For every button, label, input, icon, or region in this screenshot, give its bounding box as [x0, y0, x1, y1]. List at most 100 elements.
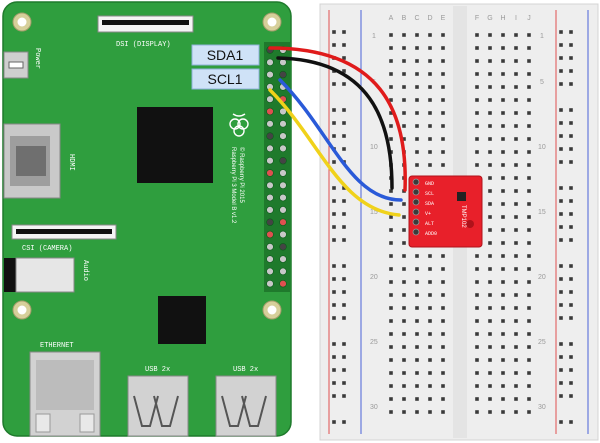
- breadboard-hole: [559, 121, 563, 125]
- col-letter: F: [475, 15, 479, 22]
- breadboard-hole: [501, 137, 505, 141]
- usb-controller-chip: [158, 296, 206, 344]
- breadboard-hole: [559, 56, 563, 60]
- breadboard-hole: [501, 332, 505, 336]
- sensor-header-pin: [412, 188, 420, 196]
- gpio-pin: [266, 157, 274, 165]
- breadboard-hole: [389, 189, 393, 193]
- breadboard-hole: [475, 254, 479, 258]
- raspberry-logo-icon: [229, 113, 249, 137]
- breadboard-hole: [332, 108, 336, 112]
- breadboard-hole: [441, 410, 445, 414]
- breadboard-hole: [527, 215, 531, 219]
- breadboard-holes: [332, 30, 573, 424]
- breadboard-hole: [475, 384, 479, 388]
- breadboard-hole: [527, 384, 531, 388]
- breadboard-hole: [559, 303, 563, 307]
- breadboard-hole: [428, 280, 432, 284]
- pin-labels: SDA1 SCL1: [191, 44, 260, 90]
- breadboard-hole: [569, 368, 573, 372]
- sensor-chip: [457, 192, 466, 201]
- breadboard-hole: [475, 85, 479, 89]
- breadboard-hole: [527, 176, 531, 180]
- breadboard-hole: [441, 137, 445, 141]
- breadboard-hole: [389, 254, 393, 258]
- breadboard-hole: [402, 254, 406, 258]
- breadboard-hole: [332, 381, 336, 385]
- breadboard-hole: [441, 33, 445, 37]
- breadboard-hole: [428, 85, 432, 89]
- breadboard-hole: [488, 163, 492, 167]
- breadboard-hole: [514, 228, 518, 232]
- breadboard-hole: [389, 202, 393, 206]
- breadboard-hole: [514, 98, 518, 102]
- sensor-pin-label: SDA: [425, 201, 434, 207]
- breadboard-hole: [402, 345, 406, 349]
- breadboard-hole: [514, 384, 518, 388]
- breadboard-hole: [342, 225, 346, 229]
- usb-port-right: [215, 375, 277, 437]
- gpio-pin: [279, 132, 287, 140]
- breadboard-hole: [402, 46, 406, 50]
- breadboard-hole: [441, 371, 445, 375]
- breadboard-hole: [342, 368, 346, 372]
- breadboard-hole: [415, 72, 419, 76]
- breadboard-hole: [488, 202, 492, 206]
- breadboard-hole: [402, 228, 406, 232]
- breadboard-hole: [402, 306, 406, 310]
- sda-label-box: [191, 44, 260, 66]
- breadboard-hole: [559, 316, 563, 320]
- breadboard-hole: [441, 163, 445, 167]
- breadboard-hole: [501, 358, 505, 362]
- sensor-pin-label: V+: [425, 211, 431, 217]
- breadboard-hole: [488, 124, 492, 128]
- breadboard-hole: [402, 332, 406, 336]
- breadboard-hole: [488, 371, 492, 375]
- breadboard-hole: [389, 137, 393, 141]
- breadboard-hole: [415, 384, 419, 388]
- row-number: 10: [538, 144, 546, 151]
- breadboard-hole: [332, 368, 336, 372]
- breadboard-hole: [527, 345, 531, 349]
- breadboard-hole: [342, 199, 346, 203]
- breadboard-hole: [501, 241, 505, 245]
- breadboard-hole: [332, 43, 336, 47]
- breadboard-hole: [514, 306, 518, 310]
- breadboard-hole: [402, 241, 406, 245]
- gpio-pin: [279, 206, 287, 214]
- breadboard-hole: [415, 397, 419, 401]
- breadboard-hole: [475, 163, 479, 167]
- breadboard-hole: [475, 397, 479, 401]
- breadboard-hole: [441, 72, 445, 76]
- breadboard-hole: [527, 33, 531, 37]
- breadboard-hole: [514, 163, 518, 167]
- breadboard-hole: [475, 319, 479, 323]
- breadboard-hole: [415, 137, 419, 141]
- breadboard-hole: [389, 410, 393, 414]
- breadboard-hole: [332, 342, 336, 346]
- breadboard-hole: [527, 293, 531, 297]
- breadboard-hole: [514, 267, 518, 271]
- breadboard-hole: [501, 371, 505, 375]
- breadboard-hole: [389, 397, 393, 401]
- breadboard-hole: [332, 303, 336, 307]
- col-letter: G: [487, 15, 492, 22]
- breadboard-hole: [514, 397, 518, 401]
- breadboard-hole: [475, 371, 479, 375]
- breadboard-hole: [389, 267, 393, 271]
- breadboard-hole: [501, 293, 505, 297]
- breadboard-hole: [441, 358, 445, 362]
- breadboard-hole: [488, 33, 492, 37]
- breadboard-hole: [488, 332, 492, 336]
- breadboard-hole: [332, 121, 336, 125]
- breadboard-hole: [428, 332, 432, 336]
- breadboard-hole: [501, 111, 505, 115]
- breadboard-hole: [559, 238, 563, 242]
- breadboard-hole: [441, 98, 445, 102]
- breadboard-hole: [559, 394, 563, 398]
- breadboard-hole: [415, 85, 419, 89]
- breadboard-hole: [428, 163, 432, 167]
- breadboard-hole: [402, 293, 406, 297]
- model-text: Raspberry Pi 3 Model B v1.2: [230, 147, 236, 224]
- breadboard-hole: [501, 124, 505, 128]
